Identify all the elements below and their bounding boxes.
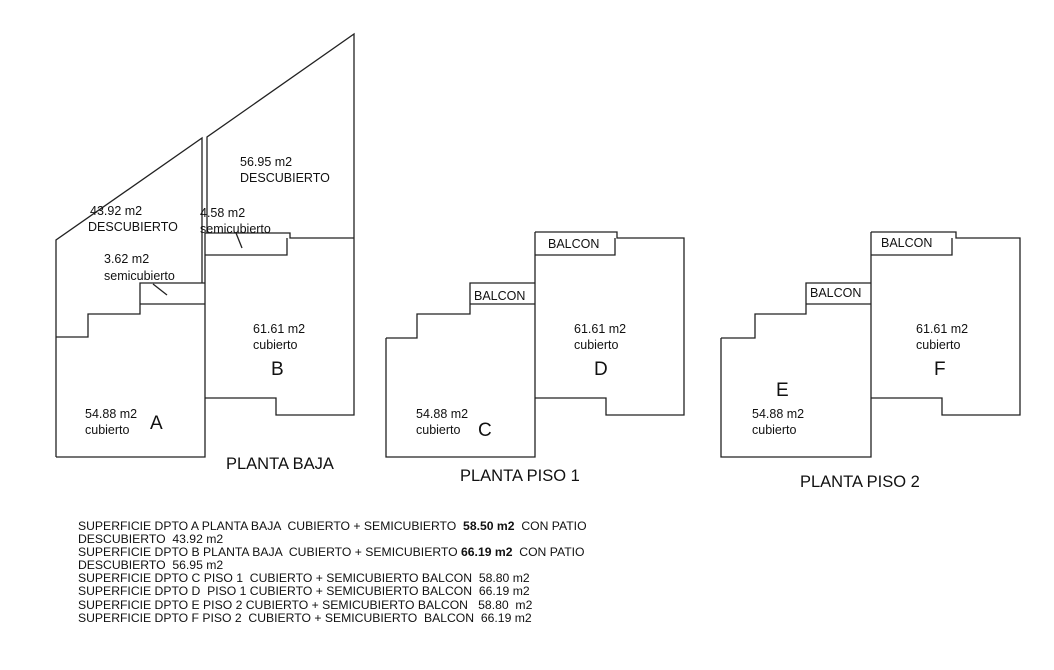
unit-b-outline [205, 32, 355, 416]
note-line: DESCUBIERTO 56.95 m2 [78, 559, 587, 572]
surface-notes: SUPERFICIE DPTO A PLANTA BAJA CUBIERTO +… [78, 519, 587, 625]
unit-d-outline [535, 231, 685, 416]
note-text: SUPERFICIE DPTO D PISO 1 CUBIERTO + SEMI… [78, 584, 530, 599]
note-text: DESCUBIERTO 43.92 m2 [78, 532, 224, 547]
a-patio-area: 43.92 m2 [90, 204, 142, 218]
note-text: SUPERFICIE DPTO A PLANTA BAJA CUBIERTO +… [78, 519, 464, 533]
b-letter: B [271, 359, 284, 380]
balcon-right-label: BALCON [548, 237, 599, 251]
unit-a-outline [55, 136, 206, 458]
unit-f-outline [871, 231, 1021, 416]
a-semi-area: 3.62 m2 [104, 252, 149, 266]
c-type: cubierto [416, 423, 461, 437]
plan-title: PLANTA PISO 2 [800, 473, 920, 491]
balcon-right-label: BALCON [881, 236, 932, 250]
b-patio-type: DESCUBIERTO [240, 171, 330, 185]
plan-planta-piso-2: BALCON BALCON E 54.88 m2 cubierto 61.61 … [720, 231, 1021, 491]
b-type: cubierto [253, 338, 298, 352]
e-letter: E [776, 380, 789, 401]
plan-title: PLANTA BAJA [226, 455, 334, 473]
f-type: cubierto [916, 338, 961, 352]
a-type: cubierto [85, 423, 130, 437]
note-line: SUPERFICIE DPTO D PISO 1 CUBIERTO + SEMI… [78, 585, 587, 598]
plan-title: PLANTA PISO 1 [460, 467, 580, 485]
unit-e-outline [720, 232, 872, 458]
unit-c-outline [385, 232, 536, 458]
plan-planta-baja: 43.92 m2 DESCUBIERTO 3.62 m2 semicubiert… [55, 32, 355, 473]
a-area: 54.88 m2 [85, 407, 137, 421]
note-text: DESCUBIERTO 56.95 m2 [78, 558, 224, 573]
b-semi-type: semicubierto [200, 222, 271, 236]
f-area: 61.61 m2 [916, 322, 968, 336]
note-text: SUPERFICIE DPTO B PLANTA BAJA CUBIERTO +… [78, 545, 461, 560]
note-line: DESCUBIERTO 43.92 m2 [78, 533, 587, 546]
a-patio-type: DESCUBIERTO [88, 220, 178, 234]
b-patio-area: 56.95 m2 [240, 155, 292, 169]
leader-line-a [152, 283, 168, 296]
leader-line-b [235, 232, 243, 249]
note-line: SUPERFICIE DPTO B PLANTA BAJA CUBIERTO +… [78, 546, 587, 559]
note-line: SUPERFICIE DPTO C PISO 1 CUBIERTO + SEMI… [78, 572, 587, 585]
note-text: SUPERFICIE DPTO E PISO 2 CUBIERTO + SEMI… [78, 597, 533, 612]
note-line: SUPERFICIE DPTO A PLANTA BAJA CUBIERTO +… [78, 519, 587, 533]
d-type: cubierto [574, 338, 619, 352]
d-area: 61.61 m2 [574, 322, 626, 336]
balcon-left-label: BALCON [810, 286, 861, 300]
c-letter: C [478, 420, 492, 441]
note-line: SUPERFICIE DPTO E PISO 2 CUBIERTO + SEMI… [78, 597, 587, 612]
note-text: CON PATIO [512, 545, 585, 560]
note-text: SUPERFICIE DPTO C PISO 1 CUBIERTO + SEMI… [78, 571, 530, 586]
note-line: SUPERFICIE DPTO F PISO 2 CUBIERTO + SEMI… [78, 610, 587, 625]
note-total: 58.50 m2 [463, 519, 515, 533]
note-total: 66.19 m2 [461, 545, 513, 560]
b-area: 61.61 m2 [253, 322, 305, 336]
d-letter: D [594, 359, 608, 380]
e-type: cubierto [752, 423, 797, 437]
f-letter: F [934, 359, 946, 380]
e-area: 54.88 m2 [752, 407, 804, 421]
a-letter: A [150, 413, 163, 434]
note-text: CON PATIO [514, 519, 587, 533]
note-text: SUPERFICIE DPTO F PISO 2 CUBIERTO + SEMI… [78, 610, 532, 625]
a-semi-type: semicubierto [104, 269, 175, 283]
b-semi-area: 4.58 m2 [200, 206, 245, 220]
c-area: 54.88 m2 [416, 407, 468, 421]
balcon-left-label: BALCON [474, 289, 525, 303]
plan-planta-piso-1: BALCON BALCON 54.88 m2 cubierto C 61.61 … [385, 231, 685, 485]
